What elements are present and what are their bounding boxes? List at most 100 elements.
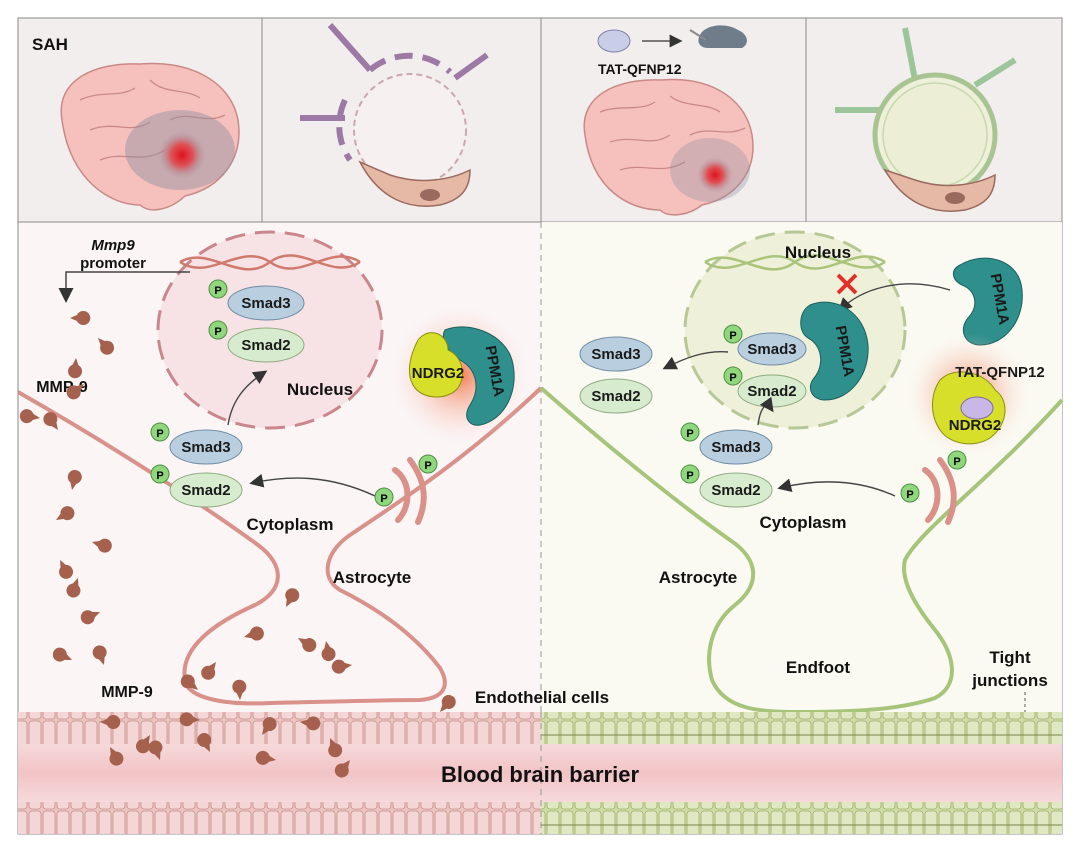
right-receptor: P P	[900, 450, 967, 525]
phospho-badge	[208, 320, 228, 340]
mmp9-gene-label: Mmp9	[91, 237, 135, 254]
phospho-badge	[723, 324, 743, 344]
mmp9-particle	[197, 733, 212, 752]
right-cytoplasm-label: Cytoplasm	[760, 513, 847, 532]
mmp9-particle	[300, 716, 321, 731]
mmp9-particle	[262, 717, 277, 735]
phospho-badge	[150, 422, 170, 442]
endothelium-top-right	[541, 712, 1062, 744]
mmp9-particle	[255, 750, 276, 765]
phospho-label: P	[424, 460, 431, 472]
treatment-label: TAT-QFNP12	[598, 61, 682, 77]
right-nucleus-label: Nucleus	[785, 243, 851, 262]
promoter-label: promoter	[80, 255, 146, 272]
right-ndrg2-label: NDRG2	[949, 417, 1002, 434]
mmp9-particle	[232, 679, 247, 700]
mmp9-particle	[56, 506, 75, 521]
endothelium-top-left	[18, 712, 541, 744]
mmp9-particle	[66, 384, 84, 400]
block-x-icon	[836, 273, 858, 295]
mmp9-label-lower: MMP-9	[101, 684, 153, 701]
endothelium-bottom-left	[18, 802, 541, 834]
right-exported-smads: Smad3 Smad2	[579, 336, 653, 414]
phospho-label: P	[214, 285, 221, 297]
vessel-lumen	[18, 744, 1062, 802]
smad2-nucleus	[227, 327, 305, 363]
mmp9-particles	[19, 311, 352, 700]
smad2-cytoplasm	[699, 472, 773, 508]
left-astrocyte-membrane	[17, 386, 543, 706]
mmp9-particle	[148, 740, 163, 760]
phospho-label: P	[156, 470, 163, 482]
mmp9-particle	[285, 588, 300, 607]
phospho-badge	[150, 464, 170, 484]
mmp9-particle	[92, 538, 112, 553]
blood-brain-barrier	[18, 712, 1062, 834]
phospho-label: P	[214, 326, 221, 338]
export-arrow	[662, 350, 729, 370]
left-cyto-smads: Smad3 Smad2 P P	[150, 422, 243, 508]
smad2-cytoplasm-label: Smad2	[181, 482, 230, 499]
left-ndrg2-label: NDRG2	[412, 365, 465, 382]
mmp9-particle	[334, 760, 350, 778]
phospho-label: P	[729, 330, 736, 342]
left-ndrg2	[408, 332, 463, 398]
mmp9-particle	[135, 735, 150, 754]
right-cyto-smads: Smad3 Smad2 P P	[680, 422, 773, 508]
mmp9-particle	[100, 715, 121, 729]
phospho-label: P	[380, 493, 387, 505]
mmp9-particle	[52, 647, 72, 662]
mmp9-particle	[328, 738, 343, 758]
smad2-nucleus-label: Smad2	[747, 383, 796, 400]
phospho-badge	[680, 464, 700, 484]
left-activation-arrow	[249, 473, 376, 497]
smad3-nucleus	[737, 332, 807, 366]
mmp9-particle	[331, 659, 352, 674]
endothelial-label: Endothelial cells	[475, 688, 609, 707]
mmp9-particle	[244, 626, 264, 641]
left-astrocyte-label: Astrocyte	[333, 568, 411, 587]
bbb-label: Blood brain barrier	[441, 762, 639, 787]
endothelium-bottom-right	[541, 802, 1062, 834]
mmp9-particle	[70, 311, 91, 326]
vessel-sah	[300, 23, 489, 207]
left-ppm1a	[443, 326, 515, 426]
smad3-cytoplasm	[169, 429, 243, 465]
sah-label: SAH	[32, 35, 68, 54]
mmp9-particle	[80, 610, 100, 625]
left-dna	[179, 254, 361, 271]
mmp9-particle	[59, 560, 74, 579]
mmp9-particle	[321, 641, 336, 662]
mmp9-particle	[180, 674, 198, 690]
mmp9-particle	[440, 694, 456, 712]
phospho-label: P	[729, 372, 736, 384]
mmp9-particle	[92, 645, 107, 665]
mmp9-particle	[66, 578, 81, 598]
right-import-arrow	[757, 396, 774, 426]
endfoot-label: Endfoot	[786, 658, 851, 677]
tight-junctions-label-2: junctions	[971, 671, 1048, 690]
phospho-badge	[208, 279, 228, 299]
mmp9-particle	[201, 662, 216, 680]
mmp9-particle	[67, 469, 82, 490]
smad3-nucleus-label: Smad3	[241, 295, 290, 312]
phospho-label: P	[686, 470, 693, 482]
left-import-arrow	[227, 370, 268, 426]
smad3-cytoplasm	[699, 429, 773, 465]
mmp9-particle	[19, 409, 40, 424]
smad2-cytoplasm	[169, 472, 243, 508]
nuclear-ppm1a	[800, 301, 869, 401]
smad3-cytoplasm-label: Smad3	[181, 439, 230, 456]
tight-junctions-label-1: Tight	[989, 648, 1031, 667]
smad3-exported-label: Smad3	[591, 346, 640, 363]
smad2-exported-label: Smad2	[591, 388, 640, 405]
mmp9-particle	[298, 638, 317, 653]
right-astrocyte-label: Astrocyte	[659, 568, 737, 587]
treatment-icons	[597, 25, 747, 53]
phospho-label: P	[156, 428, 163, 440]
mmp9-particle	[98, 338, 115, 355]
smad2-exported	[579, 378, 653, 414]
left-nucleus-smads: Smad3 Smad2 P P	[208, 279, 305, 363]
